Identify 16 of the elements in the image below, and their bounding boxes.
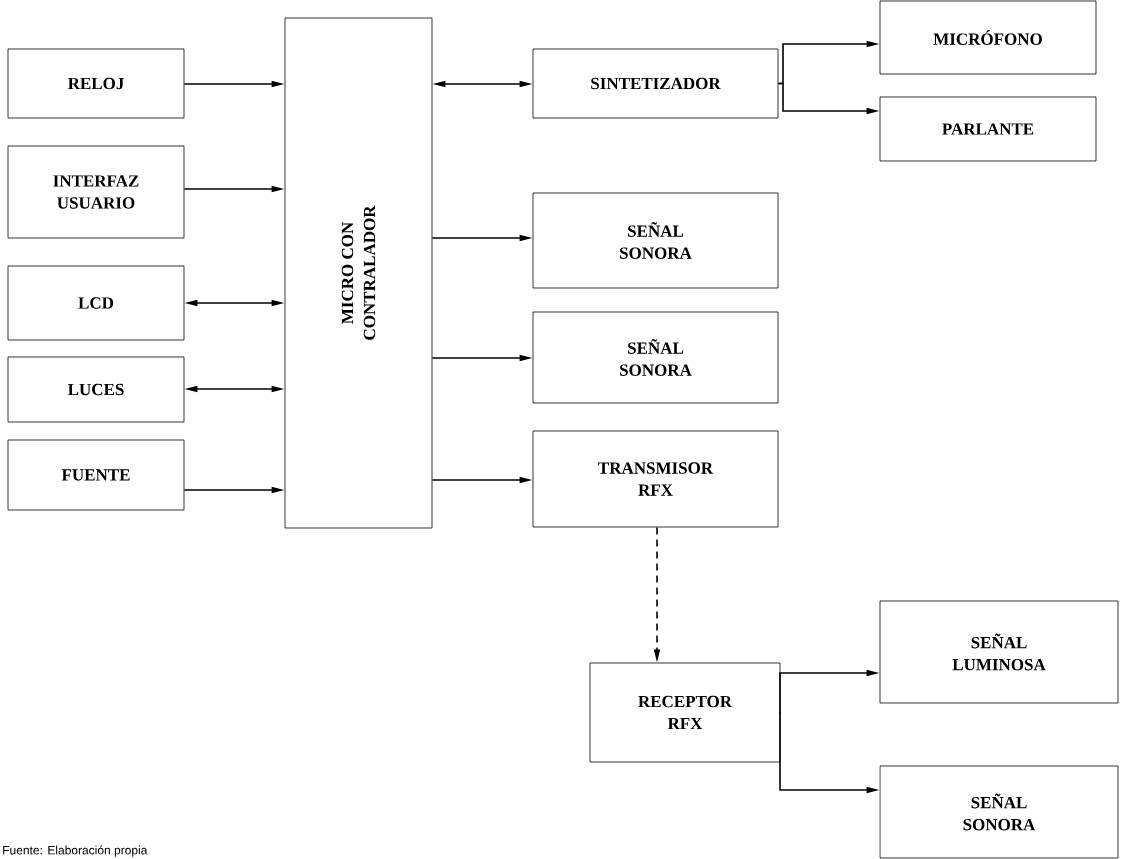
block-box: LCD <box>7 265 185 341</box>
block-box: TRANSMISOR RFX <box>532 430 779 528</box>
block-box: RELOJ <box>7 48 185 119</box>
block-box: LUCES <box>7 356 185 423</box>
block-box: INTERFAZ USUARIO <box>7 145 185 239</box>
caption: Fuente: Elaboración propia <box>3 845 148 857</box>
block-box: PARLANTE <box>879 96 1097 162</box>
block-box: SEÑAL SONORA <box>879 765 1119 859</box>
block-box: SEÑAL SONORA <box>532 192 779 289</box>
block-box: FUENTE <box>7 439 185 511</box>
block-box: RECEPTOR RFX <box>589 662 781 763</box>
block-box: SEÑAL SONORA <box>532 311 779 404</box>
block-box: MICRÓFONO <box>879 0 1097 75</box>
block-box: SEÑAL LUMINOSA <box>879 600 1119 704</box>
block-box: MICRO CON CONTRALADOR <box>284 17 433 529</box>
block-box: SINTETIZADOR <box>532 48 779 119</box>
